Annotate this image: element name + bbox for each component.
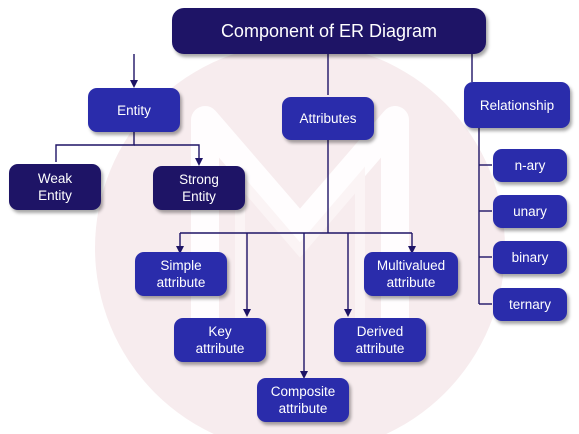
node-entity: Entity: [88, 88, 180, 132]
node-strong-entity: Strong Entity: [153, 166, 245, 210]
connector-entity-strong: [134, 144, 203, 166]
node-derived-attribute: Derived attribute: [334, 318, 426, 362]
node-binary: binary: [493, 241, 567, 274]
node-key-attribute: Key attribute: [174, 318, 266, 362]
connector-entity-split: [55, 132, 135, 162]
node-n-ary: n-ary: [493, 149, 567, 182]
node-unary: unary: [493, 195, 567, 228]
node-attributes: Attributes: [282, 97, 374, 140]
node-ternary: ternary: [493, 288, 567, 321]
node-simple-attribute: Simple attribute: [135, 252, 227, 296]
node-multivalued-attribute: Multivalued attribute: [364, 252, 458, 296]
node-relationship: Relationship: [464, 82, 570, 128]
diagram-title: Component of ER Diagram: [172, 8, 486, 54]
node-weak-entity: Weak Entity: [9, 164, 101, 210]
node-composite-attribute: Composite attribute: [257, 378, 349, 422]
